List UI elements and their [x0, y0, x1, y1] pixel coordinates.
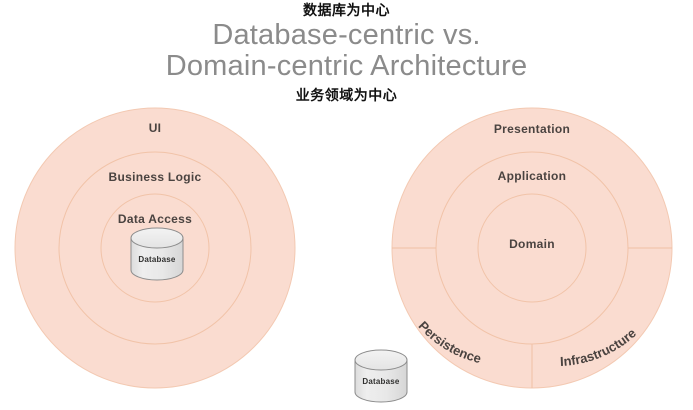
left-label-data-access: Data Access — [117, 212, 193, 226]
right-architecture-rings — [391, 107, 673, 389]
left-label-ui: UI — [148, 121, 162, 135]
cylinder-body — [130, 237, 184, 281]
right-label-presentation: Presentation — [493, 122, 571, 136]
cylinder-label-standalone: Database — [362, 377, 400, 386]
database-cylinder-left — [130, 227, 184, 281]
cylinder-top — [130, 227, 184, 249]
right-ring-domain — [477, 193, 587, 303]
right-label-domain: Domain — [509, 237, 555, 251]
cylinder-body — [354, 359, 408, 403]
cylinder-top — [354, 349, 408, 371]
left-label-business-logic: Business Logic — [108, 170, 202, 184]
cylinder-label-left: Database — [138, 255, 176, 264]
database-cylinder-standalone — [354, 349, 408, 403]
right-label-application: Application — [497, 169, 567, 183]
